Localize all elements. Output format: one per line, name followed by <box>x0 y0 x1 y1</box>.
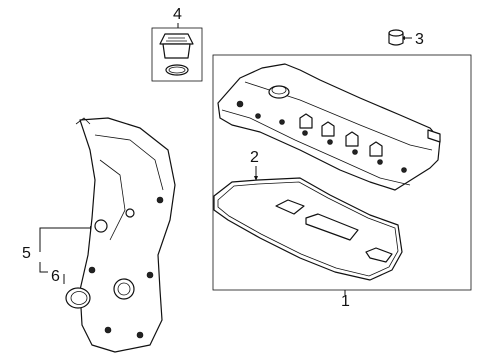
valve-cover-gasket-icon <box>213 177 403 281</box>
callout-6: 6 <box>51 268 60 285</box>
valve-cover-box <box>212 54 472 291</box>
timing-cover-icon <box>75 117 176 353</box>
callout-5: 5 <box>22 245 31 262</box>
cap-box <box>151 27 203 82</box>
oil-filler-cap-icon <box>159 33 194 76</box>
callout-4: 4 <box>173 6 182 23</box>
valve-cover-icon <box>217 63 441 191</box>
grommet-icon <box>388 29 404 46</box>
crankshaft-seal-icon <box>65 287 91 309</box>
callout-3: 3 <box>415 31 424 48</box>
callout-2: 2 <box>250 149 259 166</box>
callout-1: 1 <box>341 293 350 310</box>
